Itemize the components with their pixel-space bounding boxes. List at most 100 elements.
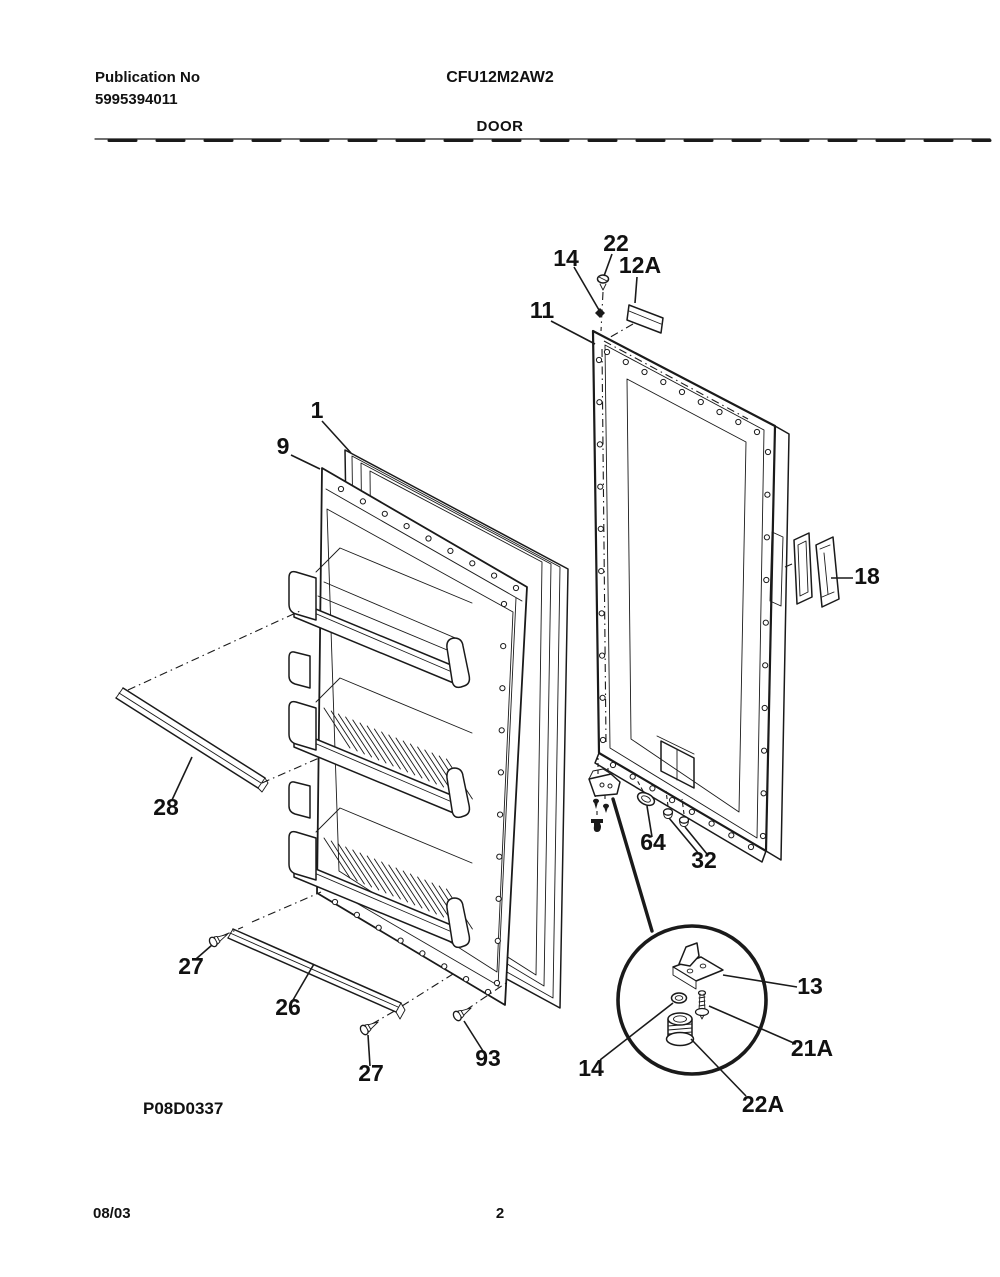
rivet-hole: [760, 790, 767, 797]
rivet-hole: [500, 643, 507, 650]
callout-9: 9: [277, 433, 290, 459]
rivet-hole: [603, 348, 611, 356]
rivet-hole: [599, 694, 606, 701]
door-shelves: [288, 547, 473, 949]
rivet-hole: [499, 685, 506, 692]
mounting-screws: [208, 933, 472, 1036]
callout-64: 64: [640, 829, 666, 855]
rivet-hole: [596, 399, 603, 406]
callout-27: 27: [178, 953, 204, 979]
rivet-hole: [763, 534, 771, 541]
rivet-hole: [595, 356, 603, 364]
shelf-rib: [345, 846, 373, 888]
rivet-hole: [463, 976, 470, 983]
model-number: CFU12M2AW2: [446, 69, 554, 86]
rivet-hole: [597, 483, 604, 490]
door-shelf: [288, 677, 473, 819]
callout-28: 28: [153, 794, 179, 820]
shelf-rib: [424, 749, 452, 791]
hinge-screws: [591, 798, 609, 832]
handle-bezel: [793, 532, 813, 605]
rivet-hole: [753, 428, 761, 436]
plate-12A: [626, 304, 664, 334]
rivet-hole: [747, 843, 755, 851]
rivet-hole: [761, 747, 768, 754]
rivet-hole: [497, 811, 504, 818]
shelf-rib: [330, 710, 358, 752]
callout-14: 14: [553, 245, 579, 271]
rivet-hole: [493, 979, 501, 987]
screw-27: [208, 933, 228, 948]
shelf-end-tab: [288, 570, 317, 621]
rivet-hole: [764, 491, 771, 498]
bushing-22A: [665, 1012, 695, 1047]
screw-21A: [694, 990, 710, 1020]
rivet-hole: [512, 584, 520, 592]
door-shelf: [288, 807, 473, 949]
top-hinge-parts: [595, 274, 664, 340]
shelf-rib: [359, 852, 387, 894]
rivet-hole: [598, 568, 605, 575]
rivet-hole: [498, 727, 505, 734]
shelf-rib: [337, 843, 365, 885]
footer-page-number: 2: [495, 1205, 505, 1222]
screw-93: [452, 1007, 472, 1022]
shelf-rib: [402, 870, 430, 912]
rivet-hole: [597, 525, 604, 533]
shelf-end-cap: [446, 767, 471, 819]
rivet-hole: [491, 572, 498, 579]
shelf-rib: [381, 861, 409, 903]
screw-27: [359, 1021, 379, 1036]
rivet-hole: [381, 510, 388, 517]
bracket-13: [672, 942, 724, 990]
shelf-rib: [323, 707, 351, 749]
callout-13: 13: [797, 973, 823, 999]
shelf-end-tab: [288, 830, 317, 881]
rivet-hole: [337, 485, 345, 493]
rivet-hole: [759, 832, 767, 840]
rivet-hole: [447, 547, 454, 555]
rivet-hole: [649, 785, 656, 792]
shelf-rib: [366, 725, 394, 767]
door-handle: [815, 536, 840, 608]
callout-22: 22: [603, 230, 629, 256]
grommet-64: [636, 791, 656, 807]
trim-strip-26: [221, 891, 510, 1025]
drawing-number: P08D0337: [143, 1099, 224, 1118]
rivet-hole: [761, 704, 768, 712]
door-shelf: [288, 547, 473, 689]
rivet-hole: [762, 619, 769, 626]
rivet-hole: [697, 398, 704, 406]
rivet-hole: [359, 498, 366, 505]
rivet-hole: [496, 853, 503, 860]
shelf-rib: [330, 840, 358, 882]
shelf-rib: [352, 849, 380, 891]
rivet-hole: [763, 576, 770, 584]
rivet-hole: [484, 988, 492, 996]
callout-14: 14: [578, 1055, 604, 1081]
rivet-hole: [599, 736, 607, 744]
rivet-hole: [678, 388, 686, 396]
shelf-rib: [373, 858, 401, 900]
rivet-hole: [419, 950, 426, 957]
section-title: DOOR: [476, 118, 524, 135]
shelf-rib: [424, 879, 452, 921]
shelf-rib: [352, 719, 380, 761]
oring-14: [670, 992, 688, 1004]
shelf-rib: [388, 734, 416, 776]
shelf-rib: [417, 876, 445, 918]
shelf-end-cap: [446, 637, 471, 689]
shelf-rib: [409, 743, 437, 785]
header-rule: [93, 138, 992, 142]
rivet-hole: [497, 769, 504, 776]
shelf-clip-tab: [288, 651, 311, 689]
rivet-hole: [494, 937, 501, 945]
callout-18: 18: [854, 563, 880, 589]
rivet-hole: [441, 963, 448, 970]
shelf-rib: [395, 867, 423, 909]
rivet-hole: [629, 773, 636, 780]
callout-21A: 21A: [791, 1035, 833, 1061]
callout-27: 27: [358, 1060, 384, 1086]
shelf-rib: [337, 713, 365, 755]
